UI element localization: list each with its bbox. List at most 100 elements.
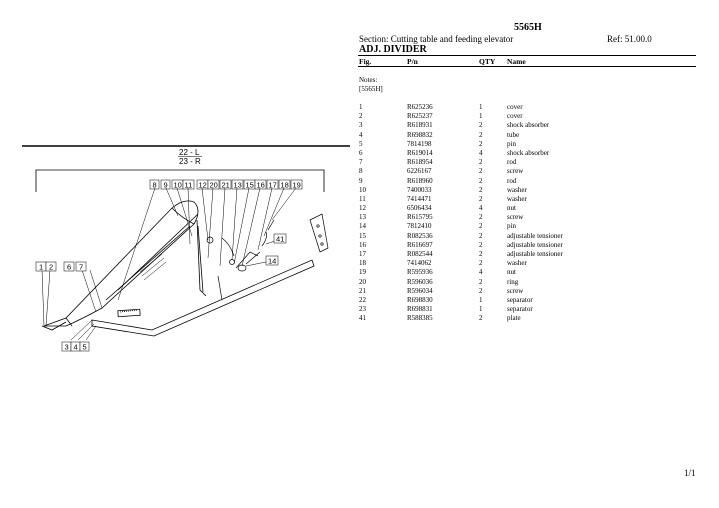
part-name: cover (507, 112, 523, 121)
notes-label: Notes: (359, 76, 378, 84)
callout-6: 6 (67, 263, 71, 272)
part-qty: 2 (479, 240, 483, 249)
part-qty: 2 (479, 185, 483, 194)
tensioner-assembly (206, 219, 275, 301)
part-qty: 4 (479, 148, 483, 157)
callout-leaders (41, 187, 297, 341)
part-name: shock absorber (507, 121, 550, 130)
part-fig: 4 (359, 130, 363, 139)
callout-17: 17 (269, 181, 277, 190)
callout-2: 2 (49, 263, 53, 272)
part-number: R619014 (407, 148, 433, 157)
column-header-name: Name (507, 57, 526, 66)
callout-12: 12 (199, 181, 207, 190)
part-fig: 41 (359, 314, 366, 323)
callout-21: 21 (222, 181, 230, 190)
part-name: separator (507, 305, 533, 314)
callout-14-group: 14 (265, 255, 279, 266)
callout-3: 3 (65, 343, 69, 352)
part-fig: 20 (359, 277, 366, 286)
callout-11: 11 (185, 181, 193, 190)
part-qty: 2 (479, 139, 483, 148)
part-number: R625237 (407, 112, 433, 121)
part-name: pin (507, 222, 516, 231)
assembly-bracket (35, 169, 325, 192)
callout-9: 9 (164, 181, 168, 190)
part-number: R618954 (407, 158, 433, 167)
part-number: R618960 (407, 176, 433, 185)
part-qty: 2 (479, 194, 483, 203)
part-fig: 14 (359, 222, 366, 231)
part-qty: 2 (479, 222, 483, 231)
part-fig: 13 (359, 213, 366, 222)
part-fig: 3 (359, 121, 363, 130)
callout-14: 14 (268, 257, 276, 266)
callout-20: 20 (210, 181, 218, 190)
part-number: 7812410 (407, 222, 432, 231)
part-qty: 2 (479, 158, 483, 167)
column-header-qty: QTY (479, 57, 496, 66)
part-number: R615795 (407, 213, 433, 222)
plate-41 (309, 213, 329, 253)
part-number: R698832 (407, 130, 433, 139)
part-qty: 2 (479, 277, 483, 286)
divider-body (43, 200, 199, 327)
part-name: pin (507, 139, 516, 148)
callout-4: 4 (74, 343, 78, 352)
part-number: R616697 (407, 240, 433, 249)
part-fig: 2 (359, 112, 363, 121)
part-fig: 18 (359, 259, 366, 268)
callout-19: 19 (293, 181, 301, 190)
part-number: R596036 (407, 277, 433, 286)
part-name: screw (507, 286, 524, 295)
column-header-pn: P/n (407, 57, 418, 66)
callouts-3-4-5: 3 4 5 (61, 341, 90, 352)
part-fig: 8 (359, 167, 363, 176)
part-qty: 4 (479, 268, 483, 277)
callout-10: 10 (174, 181, 182, 190)
separator-right-label: 23 - R (179, 157, 201, 166)
part-name: nut (507, 268, 516, 277)
part-qty: 4 (479, 204, 483, 213)
part-number: R618931 (407, 121, 433, 130)
part-name: rod (507, 158, 517, 167)
callout-8: 8 (153, 181, 157, 190)
callout-18: 18 (281, 181, 289, 190)
part-number: R595936 (407, 268, 433, 277)
column-header-fig: Fig. (359, 57, 372, 66)
part-qty: 2 (479, 213, 483, 222)
part-fig: 11 (359, 194, 366, 203)
part-name: separator (507, 295, 533, 304)
part-number: 7400033 (407, 185, 432, 194)
page-title: ADJ. DIVIDER (359, 44, 427, 55)
parts-row: 14 7812410 2 pin (359, 222, 699, 231)
column-header-divider (358, 66, 696, 67)
part-number: R082536 (407, 231, 433, 240)
part-name: ring (507, 277, 519, 286)
part-qty: 1 (479, 103, 483, 111)
part-qty: 2 (479, 259, 483, 268)
callout-41: 41 (276, 235, 284, 244)
part-name: adjustable tensioner (507, 231, 563, 240)
part-fig: 15 (359, 231, 366, 240)
part-number: 6506434 (407, 204, 432, 213)
part-number: R082544 (407, 250, 433, 258)
callout-16: 16 (257, 181, 265, 190)
part-qty: 1 (479, 112, 483, 121)
callout-7: 7 (79, 263, 83, 272)
callout-1: 1 (39, 263, 43, 272)
part-number: R596034 (407, 286, 433, 295)
